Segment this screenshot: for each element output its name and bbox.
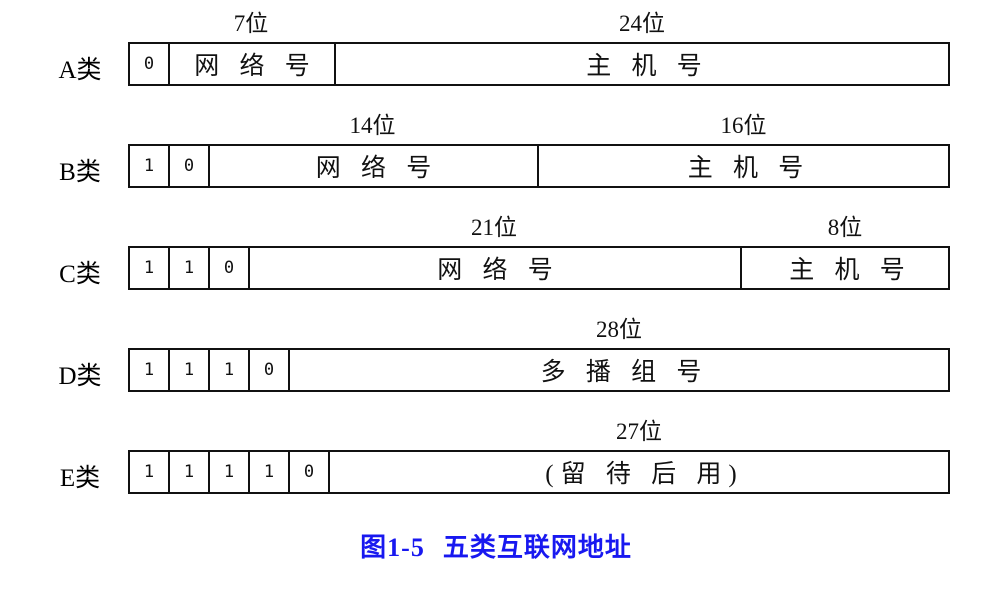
address-field-segment: 网 络 号 [210, 146, 539, 186]
figure-caption-number: 图1-5 [360, 533, 425, 562]
prefix-bit-cell: 1 [250, 452, 290, 492]
figure-caption: 图1-5 五类互联网地址 [0, 527, 992, 564]
prefix-bit-cell: 1 [170, 350, 210, 390]
prefix-bit-cell: 1 [170, 248, 210, 288]
prefix-bit-cell: 1 [130, 146, 170, 186]
address-field-segment: (留 待 后 用) [545, 461, 744, 488]
prefix-bit-cell: 1 [130, 248, 170, 288]
address-field-segment: 多 播 组 号 [540, 359, 709, 386]
prefix-bit-cell: 1 [210, 452, 250, 492]
class-label: E类 [59, 465, 101, 492]
bit-width-label: 8位 [827, 215, 863, 240]
prefix-bit-cell: 1 [210, 350, 250, 390]
address-field-segment: 主 机 号 [687, 155, 811, 182]
bit-width-label: 7位 [233, 11, 269, 36]
class-label: A类 [58, 57, 102, 84]
bit-width-label: 21位 [471, 215, 517, 240]
bit-width-label: 24位 [619, 11, 665, 36]
prefix-bit-cell: 0 [170, 146, 210, 186]
prefix-bit-cell: 0 [210, 248, 250, 288]
prefix-bit-cell: 1 [130, 452, 170, 492]
bit-width-label: 14位 [349, 113, 396, 138]
prefix-bit-cell: 0 [130, 44, 170, 84]
class-label: D类 [58, 363, 102, 390]
prefix-bit-cell: 0 [290, 452, 330, 492]
bit-width-label: 27位 [616, 419, 662, 444]
bit-width-label: 28位 [596, 317, 642, 342]
address-field-segment: 主 机 号 [789, 257, 912, 284]
prefix-bit-cell: 1 [130, 350, 170, 390]
prefix-bit-cell: 1 [170, 452, 210, 492]
class-label: B类 [59, 159, 101, 186]
figure-caption-title: 五类互联网地址 [442, 533, 632, 562]
prefix-bit-cell: 0 [250, 350, 290, 390]
address-field-segment: 主 机 号 [586, 53, 709, 80]
bit-width-label: 16位 [720, 113, 767, 138]
class-label: C类 [59, 261, 101, 288]
address-field-segment: 网 络 号 [170, 44, 336, 84]
address-field-segment: 网 络 号 [250, 248, 742, 288]
